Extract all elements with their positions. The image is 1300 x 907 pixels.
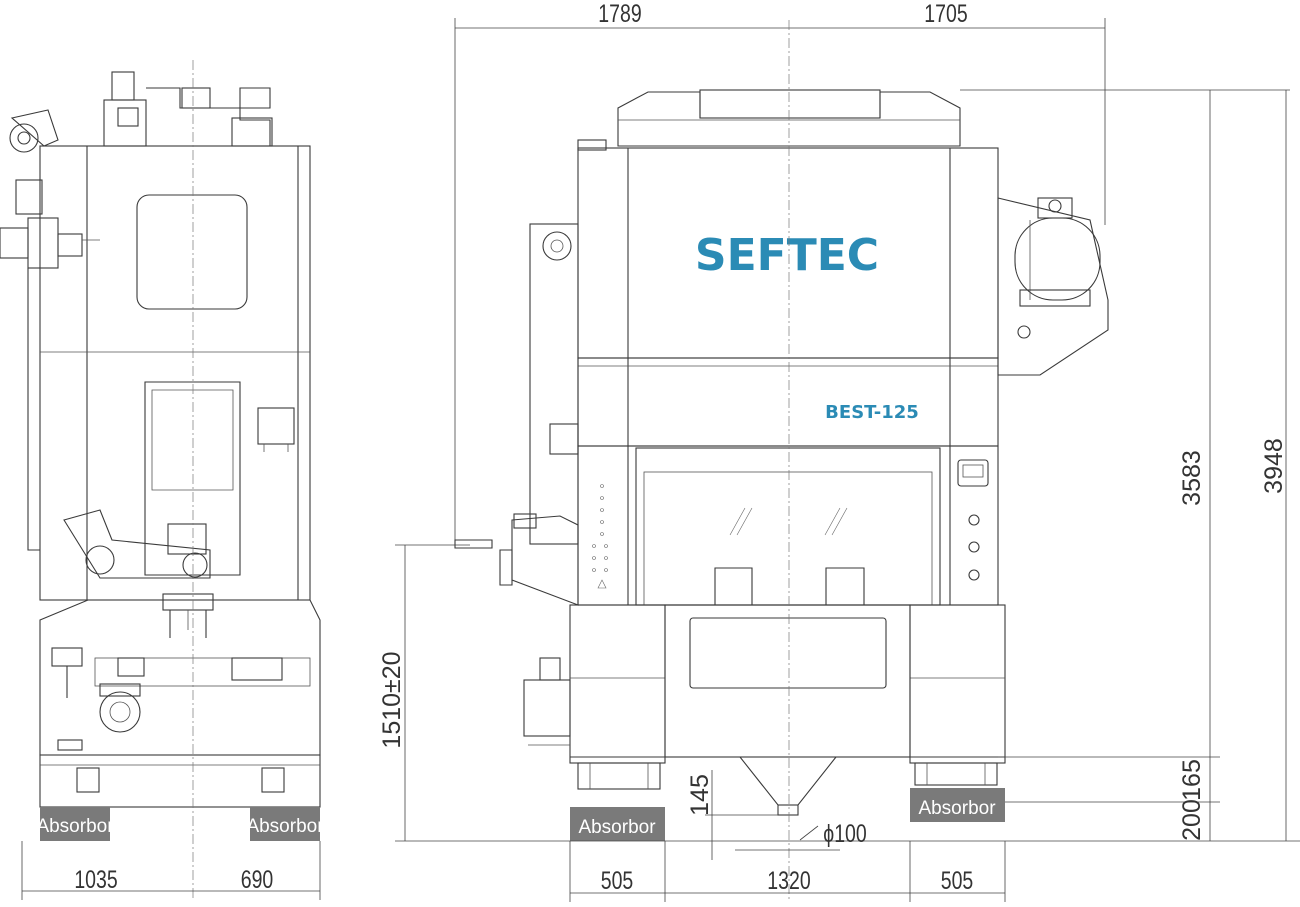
- dim-165: 165: [1178, 759, 1206, 801]
- dim-3583: 3583: [1178, 450, 1206, 506]
- absorber-front-right: [910, 788, 1005, 822]
- absorber-front-left: [570, 807, 665, 841]
- dim-bottom-1320: 1320: [767, 867, 810, 895]
- absorber-side-right: [250, 807, 320, 841]
- dim-bottom-505-left: 505: [601, 867, 634, 895]
- side-view: Absorbor Absorbor 1035 690: [0, 60, 324, 900]
- model-label: BEST-125: [825, 402, 919, 423]
- dim-side-690: 690: [241, 866, 274, 894]
- absorber-label-front-right: Absorbor: [918, 798, 996, 819]
- absorber-label-front-left: Absorbor: [578, 817, 656, 838]
- brand-logo: SEFTEC: [695, 230, 879, 281]
- absorber-label-side-right: Absorbor: [246, 816, 324, 837]
- dim-top-1705: 1705: [924, 0, 967, 28]
- absorber-side-left: [40, 807, 110, 841]
- dim-bed-height: 1510±20: [378, 651, 406, 748]
- dim-side-1035: 1035: [74, 866, 117, 894]
- dim-bottom-505-right: 505: [941, 867, 974, 895]
- dim-145: 145: [686, 774, 714, 816]
- dim-200: 200: [1178, 799, 1206, 841]
- front-view: 1789 1705: [378, 0, 1300, 902]
- dim-3948: 3948: [1260, 438, 1288, 494]
- absorber-label-side-left: Absorbor: [36, 816, 114, 837]
- dim-diameter: ϕ100: [823, 820, 866, 848]
- dim-top-1789: 1789: [598, 0, 641, 28]
